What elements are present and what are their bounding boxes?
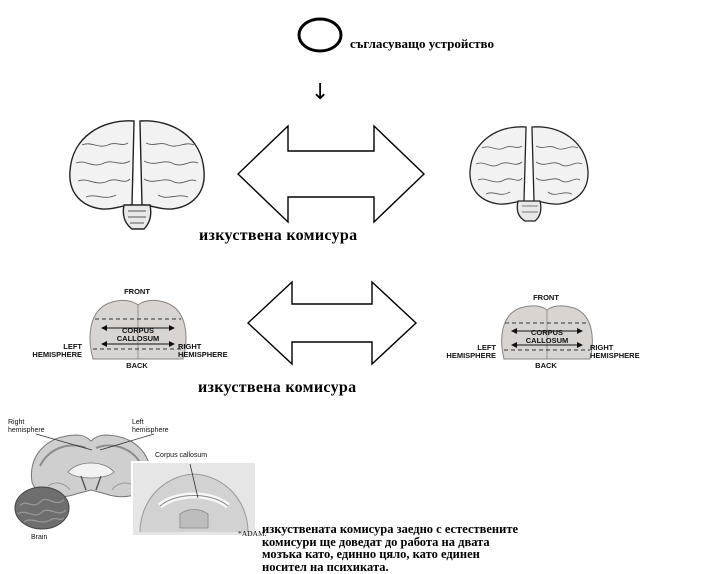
corpus-word: CORPUS	[121, 326, 155, 335]
double-arrow-1	[236, 124, 426, 224]
adam-credit-text: ADAM.	[241, 529, 267, 538]
right-diagram-back-label: BACK	[535, 361, 557, 370]
right-diagram-right-hemisphere-label: RIGHT HEMISPHERE	[590, 344, 642, 360]
right-word: RIGHT	[178, 342, 202, 351]
corpus-callosum-inset-photo	[131, 461, 257, 537]
right-diagram-corpus-label: CORPUS CALLOSUM	[521, 329, 573, 345]
left-diagram-front-label: FRONT	[124, 287, 150, 296]
hemisphere-word: HEMISPHERE	[32, 350, 82, 359]
hemisphere-word: hemisphere	[8, 427, 45, 434]
device-circle	[297, 17, 343, 53]
left-word: LEFT	[63, 342, 82, 351]
commissure-caption-1: изкуствена комисура	[199, 227, 358, 244]
device-label: съгласуващо устройство	[350, 36, 494, 51]
hemisphere-word: HEMISPHERE	[178, 350, 228, 359]
right-diagram-front-label: FRONT	[533, 293, 559, 302]
corpus-callosum-diagram-right	[501, 305, 593, 360]
left-word: Left	[132, 419, 144, 426]
photo-brain-label: Brain	[31, 534, 48, 541]
left-diagram-corpus-label: CORPUS CALLOSUM	[112, 327, 164, 343]
explanation-text: изкуствената комисура заедно с естествен…	[262, 523, 518, 573]
left-word: LEFT	[477, 343, 496, 352]
hemisphere-word: HEMISPHERE	[446, 351, 496, 360]
adam-credit-label: *ADAM.	[238, 530, 267, 538]
callosum-word: CALLOSUM	[525, 336, 569, 345]
explanation-line-3: мозъка като, единно цяло, като единен	[262, 547, 480, 561]
right-diagram-left-hemisphere-label: LEFT HEMISPHERE	[444, 344, 496, 360]
hemisphere-word: HEMISPHERE	[590, 351, 640, 360]
brain-front-view-right	[469, 126, 589, 222]
adam-star-icon: *	[238, 529, 242, 538]
double-arrow-2	[246, 280, 418, 366]
brain-front-view-left	[69, 120, 205, 230]
corpus-callosum-diagram-left	[89, 299, 187, 360]
right-word: Right	[8, 419, 25, 426]
explanation-line-2: комисури ще доведат до работа на двата	[262, 534, 490, 549]
left-diagram-right-hemisphere-label: RIGHT HEMISPHERE	[178, 343, 230, 359]
commissure-caption-2: изкуствена комисура	[198, 379, 357, 396]
left-diagram-back-label: BACK	[126, 361, 148, 370]
photo-left-hemisphere-label: Left hemisphere	[132, 419, 169, 435]
photo-corpus-callosum-label: Corpus callosum	[155, 452, 208, 459]
right-word: RIGHT	[590, 343, 614, 352]
down-arrow-icon: ↓	[311, 80, 330, 105]
callosum-word: CALLOSUM	[116, 334, 160, 343]
photo-right-hemisphere-label: Right hemisphere	[8, 419, 45, 435]
explanation-line-1: изкуствената комисура заедно с естествен…	[262, 522, 519, 536]
left-diagram-left-hemisphere-label: LEFT HEMISPHERE	[30, 343, 82, 359]
hemisphere-word: hemisphere	[132, 427, 169, 434]
photo-pointer-lines	[35, 433, 155, 451]
corpus-word: CORPUS	[530, 328, 564, 337]
explanation-line-4: носител на психиката.	[262, 559, 389, 574]
whole-brain-photo	[14, 486, 70, 530]
